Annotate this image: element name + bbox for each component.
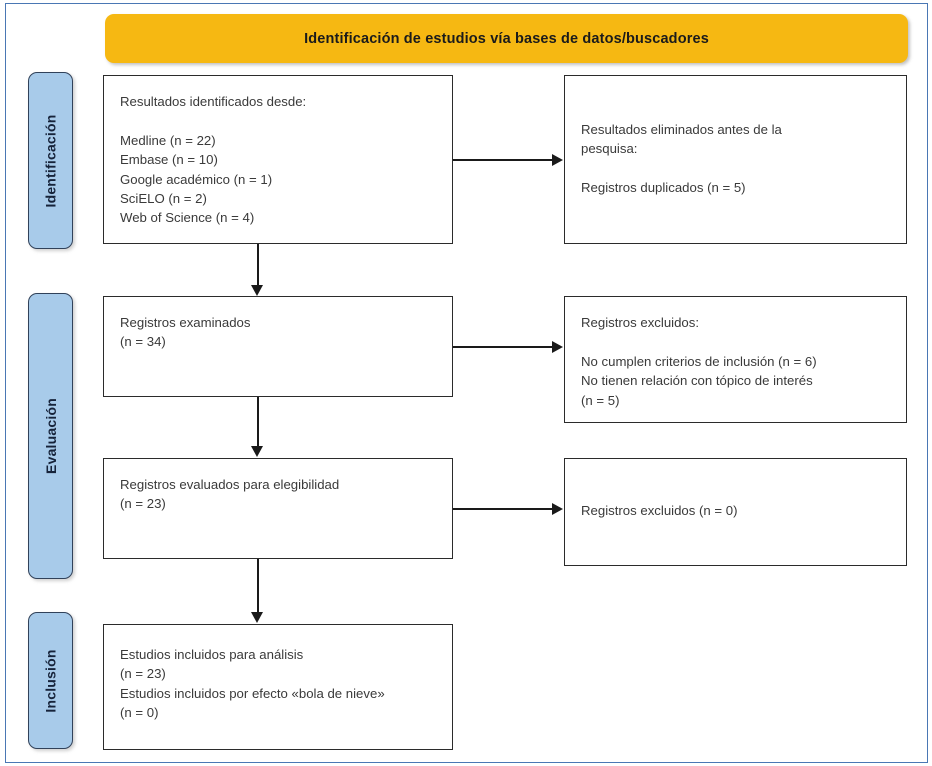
box-records-identified-text: Resultados identificados desde: Medline … (120, 94, 307, 226)
box-records-excluded-screening-text: Registros excluidos: No cumplen criterio… (581, 315, 817, 408)
connector-eligibility-to-included (257, 559, 259, 613)
arrow-down-icon-screened-to-eligibility (251, 446, 263, 457)
stage-tab-inclusion: Inclusión (28, 612, 73, 749)
arrow-right-icon-eligibility-to-excluded (552, 502, 563, 515)
arrow-right-icon-screened-to-excluded (552, 340, 563, 353)
connector-screened-to-excluded (453, 346, 553, 348)
diagram-header-banner: Identificación de estudios vía bases de … (105, 14, 908, 63)
connector-screened-to-eligibility (257, 397, 259, 447)
box-records-removed-before-screening-text: Resultados eliminados antes de la pesqui… (581, 122, 782, 196)
stage-label-evaluacion: Evaluación (42, 398, 59, 474)
stage-label-identificacion: Identificación (42, 113, 59, 208)
box-records-screened: Registros examinados (n = 34) (103, 296, 453, 397)
arrow-down-icon-identified-to-screened (251, 285, 263, 296)
box-records-excluded-screening: Registros excluidos: No cumplen criterio… (564, 296, 907, 423)
box-records-excluded-eligibility-text: Registros excluidos (n = 0) (581, 503, 738, 518)
stage-tab-identificacion: Identificación (28, 72, 73, 249)
stage-tab-evaluacion: Evaluación (28, 293, 73, 579)
box-records-assessed-eligibility-text: Registros evaluados para elegibilidad (n… (120, 477, 340, 512)
connector-eligibility-to-excluded (453, 508, 553, 510)
box-studies-included-text: Estudios incluidos para análisis (n = 23… (120, 647, 385, 721)
arrow-down-icon-eligibility-to-included (251, 612, 263, 623)
box-studies-included: Estudios incluidos para análisis (n = 23… (103, 624, 453, 750)
box-records-removed-before-screening: Resultados eliminados antes de la pesqui… (564, 75, 907, 244)
connector-identified-to-screened (257, 244, 259, 286)
box-records-screened-text: Registros examinados (n = 34) (120, 315, 251, 350)
box-records-identified: Resultados identificados desde: Medline … (103, 75, 453, 244)
stage-label-inclusion: Inclusión (42, 648, 59, 713)
connector-identified-to-removed (453, 159, 553, 161)
box-records-assessed-eligibility: Registros evaluados para elegibilidad (n… (103, 458, 453, 559)
arrow-right-icon-identified-to-removed (552, 153, 563, 166)
box-records-excluded-eligibility: Registros excluidos (n = 0) (564, 458, 907, 566)
diagram-title: Identificación de estudios vía bases de … (304, 30, 709, 47)
